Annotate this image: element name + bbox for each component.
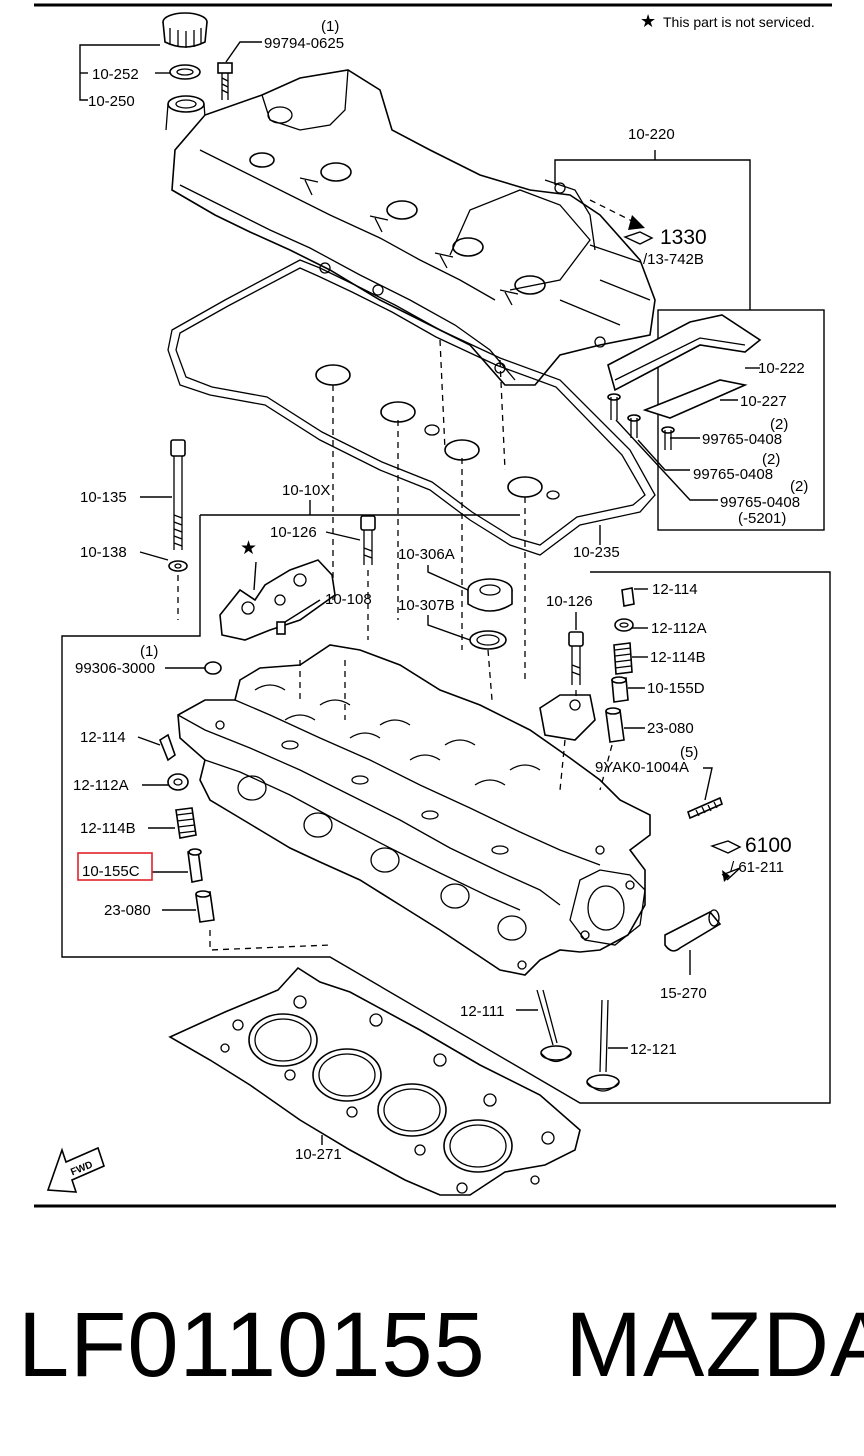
label-10-252: 10-252 [92,66,139,83]
label-23-080-right: 23-080 [647,720,694,737]
valve-parts-right-drawing [605,587,635,743]
stud-bolt-drawing [687,796,723,820]
label-99765-0408-b: 99765-0408 [693,466,773,483]
label-qty-2-c: (2) [790,478,808,495]
label-12-114b-right: 12-114B [650,649,706,666]
label-10-222: 10-222 [758,360,805,377]
label-10-155d: 10-155D [647,680,705,697]
valve-parts-left-drawing [159,733,215,923]
label-99794-0625: 99794-0625 [264,35,344,52]
oil-filler-cap-drawing [162,12,208,131]
water-outlet-drawing [664,909,722,952]
label-12-112a-left: 12-112A [73,777,129,794]
label-12-111: 12-111 [460,1003,504,1020]
brand-name: MAZDA [565,1294,864,1396]
fwd-arrow: FWD [46,1146,105,1193]
bolt-10-126-lower-drawing [568,631,584,685]
not-serviced-note: This part is not serviced. [663,14,815,30]
label-10-220: 10-220 [628,126,675,143]
label-12-114b-left: 12-114B [80,820,136,837]
label-10-138: 10-138 [80,544,127,561]
label-23-080-left: 23-080 [104,902,151,919]
label-10-235: 10-235 [573,544,620,561]
bolt-99794-drawing [217,62,233,100]
cylinder-head-drawing [177,644,651,976]
screws-99765-drawing [607,393,675,450]
label-10-108: 10-108 [325,591,372,608]
label-10-306a: 10-306A [398,546,455,563]
label-qty-2-a: (2) [770,416,788,433]
star-symbol: ★ [640,11,656,32]
cam-cap-rear-drawing [539,694,596,741]
label-10-126-upper: 10-126 [270,524,317,541]
label-9yak0-1004a: 9YAK0-1004A [595,759,689,776]
label-10-250: 10-250 [88,93,135,110]
ref-6100: 6100 [745,834,792,857]
ref-61-211: / 61-211 [730,859,784,876]
label-12-112a-right: 12-112A [651,620,707,637]
label-10-227: 10-227 [740,393,787,410]
head-bolt-drawing [168,439,188,572]
ref-13-742b: /13-742B [643,251,704,268]
intake-valve-drawing [536,989,572,1063]
label-qty-2-b: (2) [762,451,780,468]
label-99765-0408-a: 99765-0408 [702,431,782,448]
label-12-114-left: 12-114 [80,729,126,746]
label-10-271: 10-271 [295,1146,342,1163]
bolt-10-126-upper-drawing [360,515,376,565]
ref-1330: 1330 [660,226,707,249]
label-10-155c: 10-155C [82,863,140,880]
label-99765-0408-c: 99765-0408 [720,494,800,511]
label-12-121: 12-121 [630,1041,677,1058]
highlight-box-10-155c [77,852,153,881]
label-99306-3000: 99306-3000 [75,660,155,677]
label-10-126-lower: 10-126 [546,593,593,610]
label-10-307b: 10-307B [398,597,455,614]
cam-cap-front-drawing [219,559,336,641]
footer-title: LF0110155 MAZDA [18,1290,864,1400]
star-marker: ★ [240,537,257,559]
label-serial-5201: (-5201) [738,510,786,527]
parts-diagram: ★ This part is not serviced. [34,3,836,1208]
label-qty-1-left: (1) [140,643,158,660]
part-number: LF0110155 [18,1294,486,1396]
label-qty-1-top: (1) [321,18,339,35]
label-12-114-right: 12-114 [652,581,698,598]
label-10-135: 10-135 [80,489,127,506]
label-10-10x: 10-10X [282,482,330,499]
head-gasket-drawing [168,966,581,1196]
exhaust-valve-drawing [586,999,620,1092]
seal-10-306a-drawing [467,578,513,612]
label-qty-5: (5) [680,744,698,761]
heat-shield-drawing [607,314,762,419]
label-15-270: 15-270 [660,985,707,1002]
footer: LF0110155 MAZDA [0,1290,864,1410]
seal-10-307b-drawing [469,630,507,650]
cylinder-head-cover-drawing [171,69,656,386]
